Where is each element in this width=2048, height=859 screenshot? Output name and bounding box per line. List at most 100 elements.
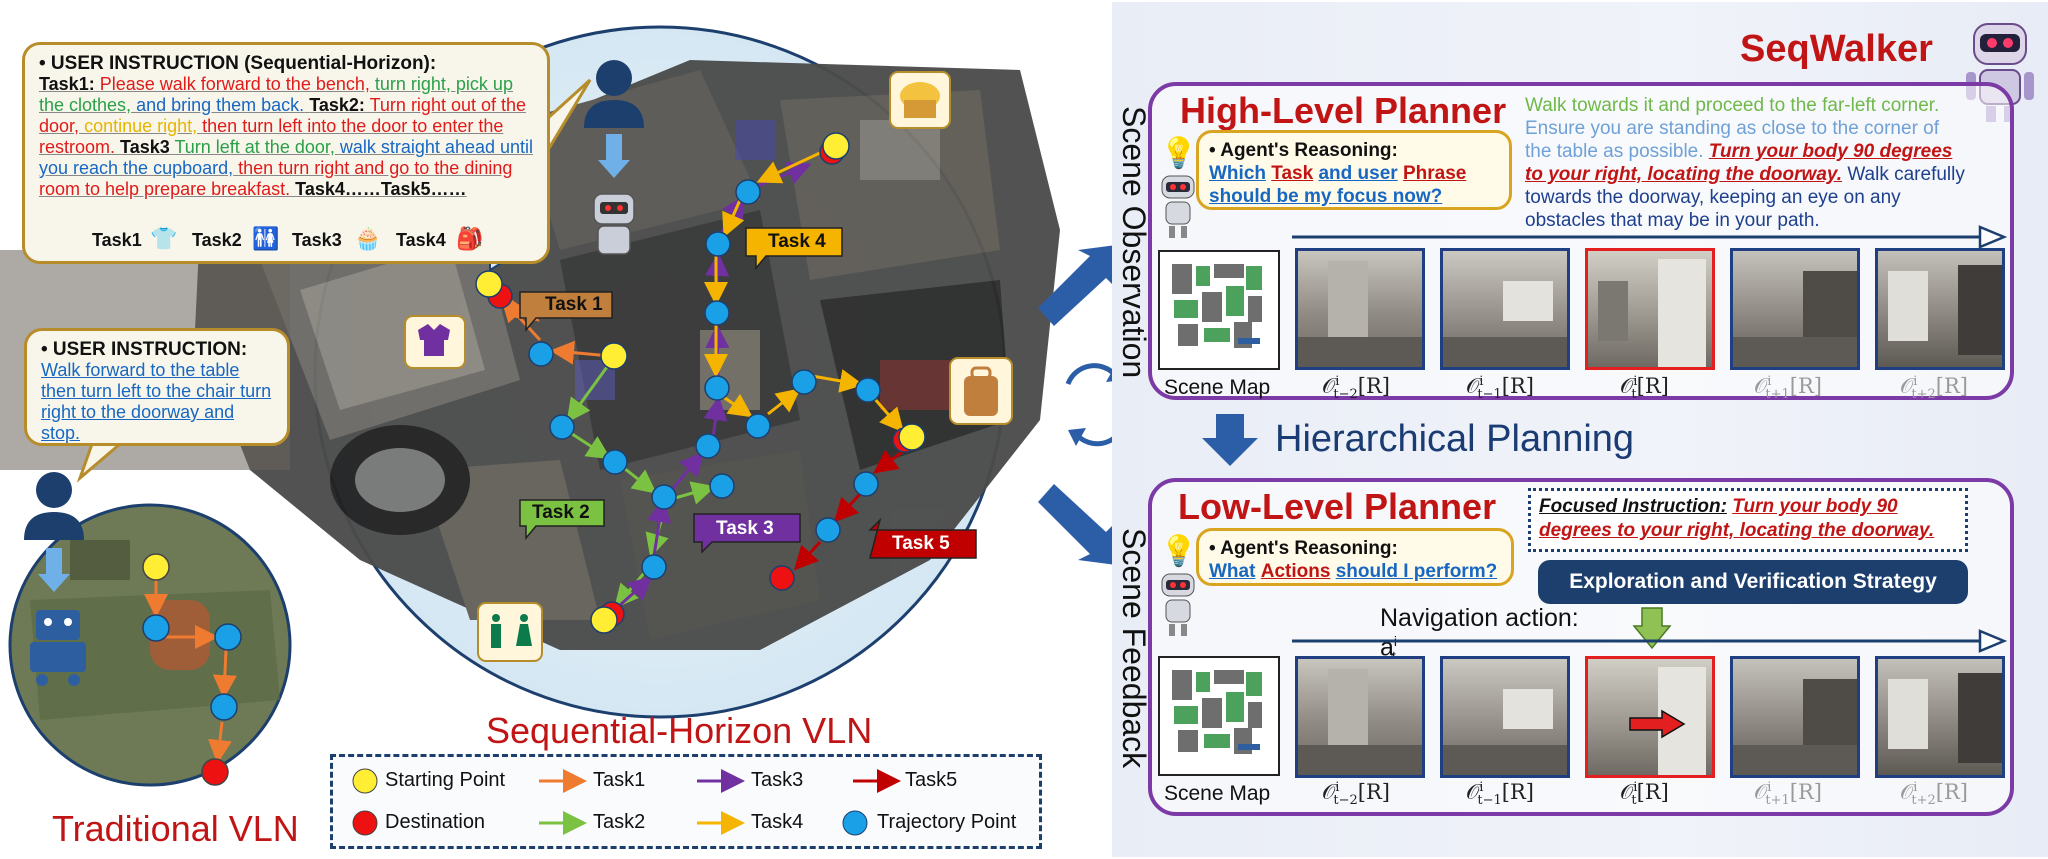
person-robot-icons [24,60,644,686]
traj-point [791,369,817,395]
start-point [590,606,618,634]
start-point [600,342,628,370]
down-arrow-icon [1202,414,1258,466]
task3-red-text: then turn right and go to the dining roo… [39,158,513,199]
trad-dest-point [201,758,229,786]
bulb-icon: 💡 [1160,535,1198,568]
task4-tag: Task 4 [768,231,826,252]
task-tags [519,227,977,559]
high-timeline-arrow [1292,225,2008,249]
high-obs-frame-2 [1440,248,1570,370]
high-instr-navy: Walk carefully towards the doorway, keep… [1525,164,1965,231]
task1-key: Task1: [39,74,95,94]
seqwalker-title: SeqWalker [1740,28,1933,70]
traj-point [745,413,771,439]
lq-what: What [1209,561,1256,582]
legend-task4: Task4 [751,811,804,833]
low-reasoning-head: • Agent's Reasoning: [1209,538,1398,559]
start-point [898,423,926,451]
scene-feedback-label: Scene Feedback [1116,528,1152,769]
low-scene-map [1158,656,1280,776]
high-instr-green: Walk towards it and proceed to the far-l… [1525,95,1940,116]
sequential-instruction-box: • USER INSTRUCTION (Sequential-Horizon):… [22,42,550,264]
high-obs-label-1: 𝒪it−2[R] [1322,374,1390,403]
high-level-planner-title: High-Level Planner [1180,90,1507,131]
high-reasoning-head: • Agent's Reasoning: [1209,140,1398,161]
traj-point [704,375,730,401]
high-scene-map-label: Scene Map [1164,376,1271,399]
task1-red-text: Please walk forward to the bench, [99,74,370,94]
lq-perform: should I perform? [1335,561,1498,582]
exploration-strategy-button[interactable]: Exploration and Verification Strategy [1538,560,1968,604]
low-reasoning-question: What Actions should I perform? [1209,560,1501,583]
trad-instruction-head: • USER INSTRUCTION: [41,339,248,360]
task1-blue-text: and bring them back. [136,95,305,115]
sequential-vln-label: Sequential-Horizon VLN [486,710,873,751]
lq-actions: Actions [1260,561,1331,582]
legend-task5: Task5 [905,769,958,791]
low-obs-label-5: 𝒪it+2[R] [1900,780,1968,809]
start-point [822,132,850,160]
traj-point [704,300,730,326]
robot-icon [1161,573,1195,636]
task2-red-text-2: then turn left into the door to enter th… [39,116,504,157]
low-obs-frame-5 [1875,656,2005,778]
high-obs-frame-4 [1730,248,1860,370]
task45-text: Task4……Task5…… [295,179,467,199]
turn-right-arrow-icon [1629,709,1686,739]
low-obs-frame-1 [1295,656,1425,778]
muffin-icon: 🧁 [354,226,382,251]
traj-point [528,341,554,367]
low-obs-label-2: 𝒪it−1[R] [1466,780,1534,809]
task1-tag: Task 1 [545,294,603,315]
dest-point [769,565,795,591]
high-reasoning-bubble: • Agent's Reasoning: Which Task and user… [1196,130,1512,210]
traj-point [705,231,731,257]
high-obs-label-2: 𝒪it−1[R] [1466,374,1534,403]
hierarchical-planning-label: Hierarchical Planning [1275,418,1635,460]
high-obs-label-5: 𝒪it+2[R] [1900,374,1968,403]
focused-instruction-box: Focused Instruction: Turn your body 90 d… [1528,488,1968,552]
trad-traj-point-2 [214,623,242,651]
traj-point [602,449,628,475]
task-bar-label-4: Task4 [396,230,446,250]
high-instr-red: Turn your body 90 degrees to your right,… [1525,141,1953,185]
legend-dest-symbol [352,810,378,836]
legend-task3: Task3 [751,769,804,791]
bulb-icon: 💡 [1160,137,1198,170]
low-scene-map-label: Scene Map [1164,782,1271,805]
trad-traj-point-1 [142,614,170,642]
high-instr-blue: Ensure you are standing as close to the … [1525,118,1940,162]
sequential-points [475,132,926,634]
low-obs-label-1: 𝒪it−2[R] [1322,780,1390,809]
legend-traj-symbol [842,810,868,836]
high-obs-frame-3 [1585,248,1715,370]
seq-instruction-text: Task1: Please walk forward to the bench,… [39,74,533,200]
traj-point [695,433,721,459]
low-obs-frame-3 [1585,656,1715,778]
hq-which: Which [1209,163,1266,184]
low-obs-frame-2 [1440,656,1570,778]
legend-symbols [352,768,901,836]
trad-instruction-text: Walk forward to the table then turn left… [41,360,272,443]
traj-point [709,473,735,499]
scene-map-graphic [1168,666,1268,762]
task-bar-label-1: Task1 [92,230,142,250]
legend-start-symbol [352,768,378,794]
backpack-icon: 🎒 [456,226,484,251]
focused-text: Turn your body 90 degrees to your right,… [1539,496,1935,541]
traj-point [815,517,841,543]
object-icons [404,71,1013,662]
low-timeline-arrow [1292,629,2008,653]
high-obs-label-4: 𝒪it+1[R] [1754,374,1822,403]
task3-key: Task3 [120,137,170,157]
task-bar-label-2: Task2 [192,230,242,250]
task3-green-text: Turn left at the door, [174,137,335,157]
traditional-vln-label: Traditional VLN [52,808,299,849]
nav-down-arrow-icon [1632,607,1672,650]
task1-green-text: turn right, pick up the clothes, [39,74,513,115]
scene-map-graphic [1168,260,1268,356]
low-level-planner-title: Low-Level Planner [1178,486,1497,527]
hq-and-user: and user [1318,163,1398,184]
hq-task: Task [1271,163,1314,184]
